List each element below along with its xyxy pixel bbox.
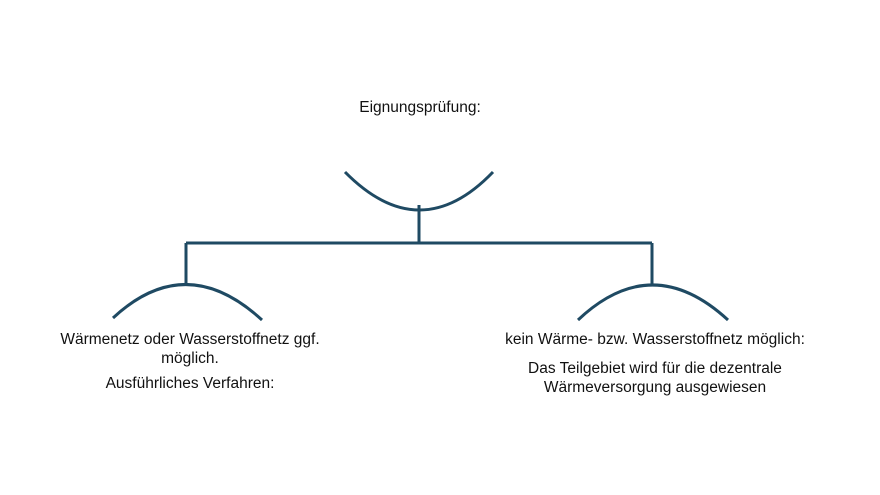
root-label: Eignungsprüfung: xyxy=(359,99,481,116)
right-arc xyxy=(576,283,730,322)
root-arc xyxy=(343,170,495,212)
right-branch-line3: Wärmeversorgung ausgewiesen xyxy=(543,379,767,396)
left-branch-text: Wärmenetz oder Wasserstoffnetz ggf. mögl… xyxy=(10,330,370,393)
left-branch-line2: möglich. xyxy=(161,350,219,367)
right-branch-text: kein Wärme- bzw. Wasserstoffnetz möglich… xyxy=(455,330,855,397)
left-branch-line3: Ausführliches Verfahren: xyxy=(105,375,275,392)
left-arc xyxy=(111,283,264,322)
right-branch-line2: Das Teilgebiet wird für die dezentrale xyxy=(528,360,782,377)
right-branch-line1: kein Wärme- bzw. Wasserstoffnetz möglich… xyxy=(505,331,805,348)
left-branch-line1: Wärmenetz oder Wasserstoffnetz ggf. xyxy=(60,331,320,348)
